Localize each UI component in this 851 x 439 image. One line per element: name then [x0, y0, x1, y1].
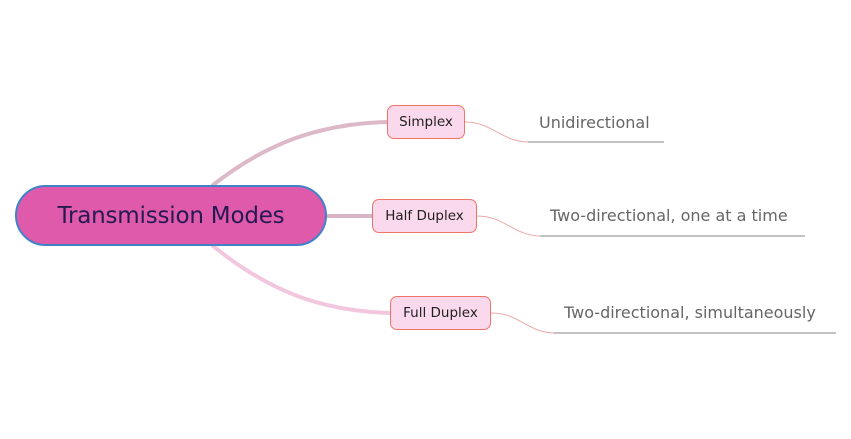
topic-simplex[interactable]: Simplex — [387, 105, 465, 139]
topic-half-duplex[interactable]: Half Duplex — [372, 199, 477, 233]
connector-simplex-leaf — [464, 121, 529, 143]
connector-full-duplex-leaf — [490, 312, 555, 334]
root-topic[interactable]: Transmission Modes — [15, 185, 327, 246]
connector-root-simplex — [211, 120, 389, 187]
connector-root-full-duplex — [211, 244, 392, 315]
connector-half-duplex-leaf — [476, 215, 541, 237]
subtopic-full-duplex-description[interactable]: Two-directional, simultaneously — [564, 303, 816, 322]
topic-full-duplex[interactable]: Full Duplex — [390, 296, 491, 330]
subtopic-simplex-description[interactable]: Unidirectional — [539, 113, 650, 132]
subtopic-half-duplex-description[interactable]: Two-directional, one at a time — [550, 206, 788, 225]
